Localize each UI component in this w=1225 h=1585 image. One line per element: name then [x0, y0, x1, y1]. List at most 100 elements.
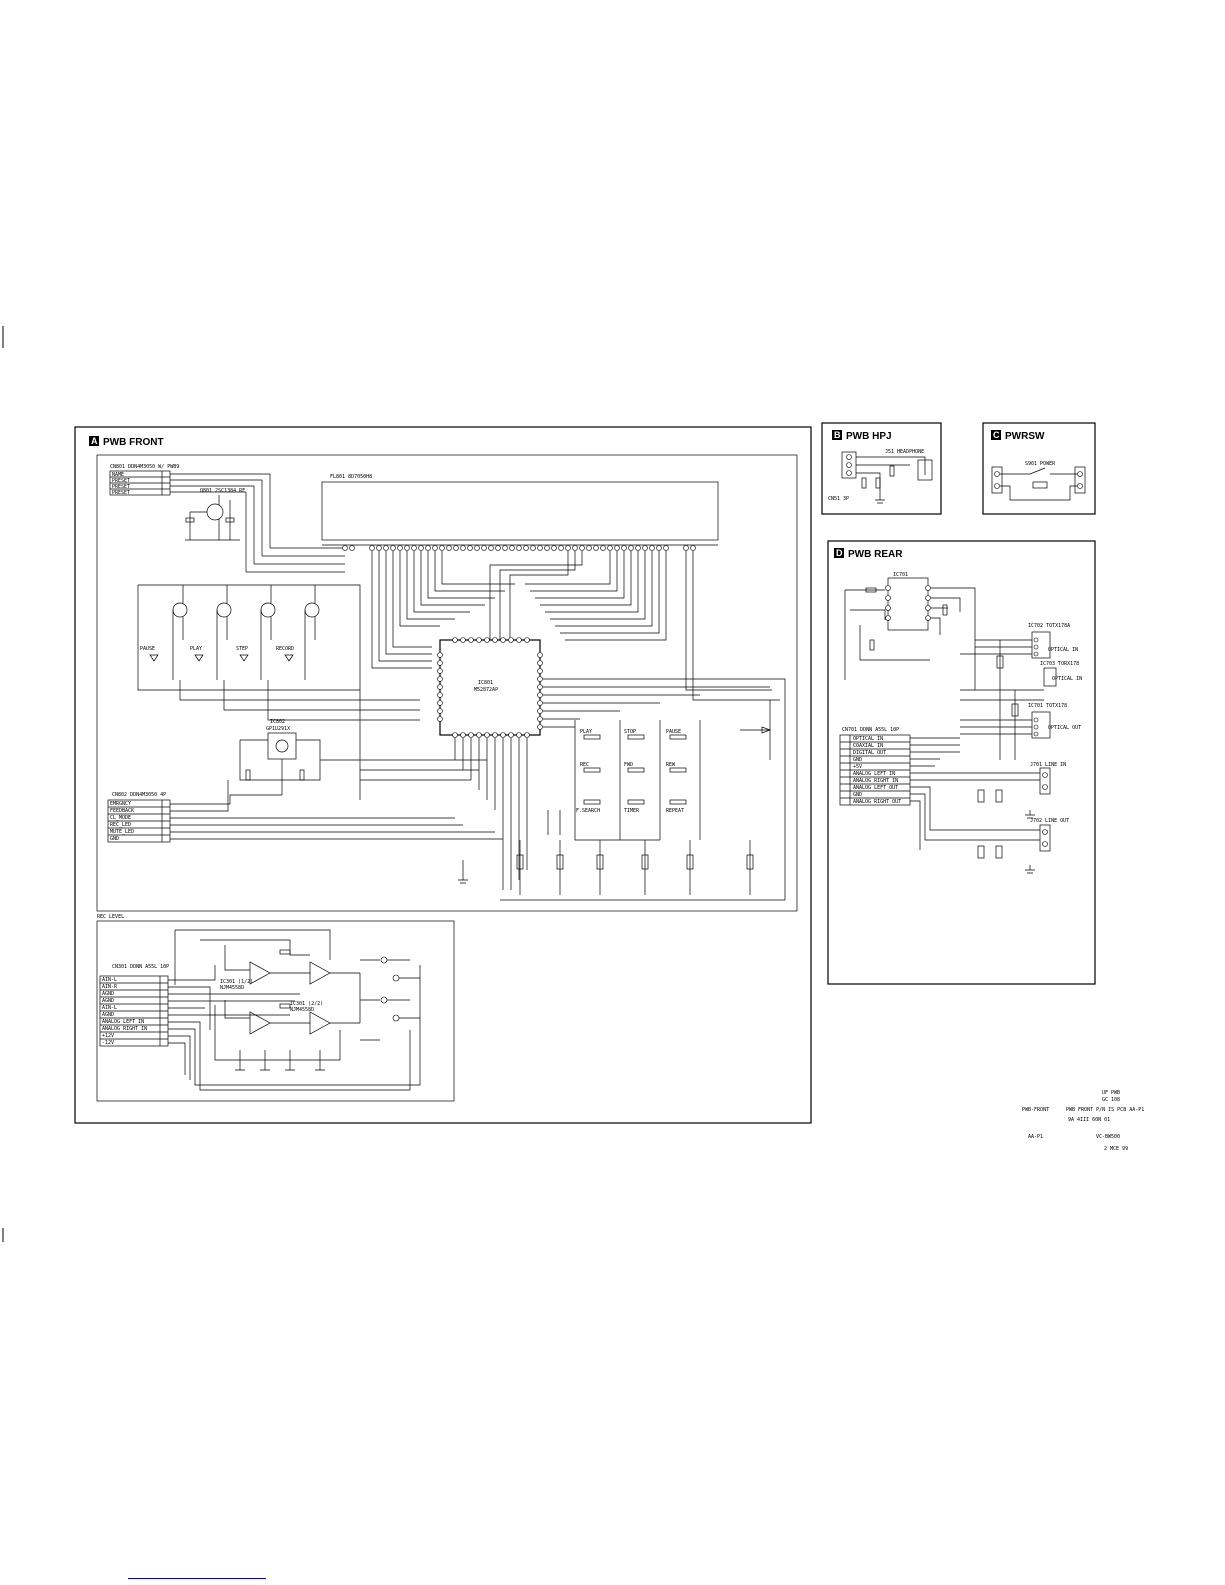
ic801-pins-right: [537, 652, 543, 730]
cn802-connector: CN802 DDN4M3050 4P EMRGNCY FEEDBACK CL_M…: [107, 780, 503, 843]
cn802-ref: CN802 DDN4M3050 4P: [112, 792, 166, 798]
sheet-c-title: PWRSW: [1005, 431, 1045, 442]
jack-j702-label: J702 LINE OUT: [1030, 818, 1069, 824]
cn301-pin-9: +12V: [102, 1033, 114, 1039]
switch-label-timer: TIMER: [624, 808, 640, 814]
ic301a-part: NJM4558D: [220, 985, 244, 991]
cn701-pin-6: ANALOG LEFT IN: [853, 771, 895, 777]
rear-optical-in-1: OPTICAL IN: [1048, 647, 1078, 653]
sheet-a-letter: A: [91, 436, 98, 446]
cn301-pin-4: AGND: [102, 998, 114, 1004]
ic801-pins-top: [452, 637, 530, 643]
led-driver-transistors: [137, 584, 420, 721]
rear-optical-out: OPTICAL OUT: [1048, 725, 1081, 731]
ic301b-part: NJM4558D: [290, 1007, 314, 1013]
cn801-pin-1: NAME: [112, 472, 124, 478]
switch-label-pause: PAUSE: [666, 729, 681, 735]
ic801-ref: IC801: [478, 680, 493, 686]
ic802-ref: IC802: [270, 719, 285, 725]
sheet-a-pwb-front: A PWB FRONT CN801 DDN4M3050 W/ PWB9 NAME…: [74, 426, 812, 1124]
note-line-2: GC 108: [1102, 1097, 1120, 1103]
cn301-pin-3: AGND: [102, 991, 114, 997]
sheet-b-letter-box: [832, 430, 842, 440]
switch-label-rec: REC: [580, 762, 589, 768]
cn301-pin-2: AIN-R: [102, 984, 118, 990]
switch-label-fsearch: F.SEARCH: [576, 808, 600, 814]
front-ground-caps: [458, 810, 561, 884]
cn801-pin-2: PRESET: [112, 478, 130, 484]
rear-optical-modules: IC702 TOTX178A OPTICAL IN IC703 TORX178 …: [960, 623, 1082, 760]
front-board-frame: [96, 454, 798, 912]
sheet-a-letter-box: [89, 436, 99, 446]
cn701-pin-7: ANALOG RIGHT IN: [853, 778, 898, 784]
note-line-8: 2 MCE 99: [1104, 1146, 1128, 1152]
note-line-7: VC-BW500: [1096, 1134, 1120, 1140]
footer-link-underline[interactable]: [128, 1578, 266, 1579]
ic801-mcu: IC801 M52872AP: [359, 637, 786, 900]
cn801-ref: CN801 DDN4M3050 W/ PWB9: [110, 464, 179, 470]
sheet-d-letter: D: [836, 548, 843, 558]
cn301-pin-8: ANALOG RIGHT IN: [102, 1026, 147, 1032]
cn301-pin-5: AIN-L: [102, 1005, 117, 1011]
switch-label-repeat: REPEAT: [666, 808, 684, 814]
ic702-ref: IC702 TOTX178A: [1028, 623, 1070, 629]
hpj-jack-label: J51 HEADPHONE: [885, 449, 924, 455]
rear-top-ic-ref: IC701: [893, 572, 908, 578]
rec-level-board: REC LEVEL CN301 DDNN A55L 10P AIN-L AIN-…: [96, 914, 455, 1102]
sheet-d-title: PWB REAR: [848, 549, 903, 560]
cn802-pin-2: FEEDBACK: [110, 808, 134, 814]
cn301-pin-7: ANALOG LEFT IN: [102, 1019, 144, 1025]
cn701-ref: CN701 DDNN A55L 10P: [842, 727, 899, 733]
fl-display-ref: FL801 8D7050H8: [330, 474, 372, 480]
switch-label-fwd: FWD: [624, 762, 633, 768]
pwrsw-ref: S901 POWER: [1025, 461, 1056, 467]
rear-rca-jacks: J701 LINE IN J702 LINE OUT: [977, 762, 1069, 874]
hpj-connector-ref: CN51 3P: [828, 496, 849, 502]
ic301b-ref: IC301 (2/2): [290, 1001, 323, 1007]
ic703-ref: IC703 TORX178: [1040, 661, 1079, 667]
sheet-b-pwb-hpj: B PWB HPJ CN51 3P J51 HEADPHONE: [821, 422, 942, 515]
cn301-pin-6: AGND: [102, 1012, 114, 1018]
cn701-pin-1: OPTICAL IN: [853, 736, 883, 742]
key-label-play: PLAY: [190, 646, 202, 652]
q801-transistor: Q801 2SC1384 RF: [185, 488, 245, 541]
ic301a-ref: IC301 (1/2): [220, 979, 253, 985]
sheet-d-pwb-rear: D PWB REAR IC701 IC702 TOTX178A OPTICAL …: [827, 540, 1096, 985]
cn802-pin-3: CL_MODE: [110, 815, 131, 821]
cn701-pin-2: COAXIAL IN: [853, 743, 883, 749]
ic801-pins-bottom: [452, 732, 530, 738]
ic802-part: GP1U291X: [266, 726, 290, 732]
revision-notes: UF PWB GC 108 PWB-FRONT PWB FRONT P/N IS…: [1022, 1090, 1144, 1152]
cn802-pin-5: MUTE_LED: [110, 829, 134, 835]
switch-label-play: PLAY: [580, 729, 592, 735]
cn802-pin-4: REC_LED: [110, 822, 131, 828]
cn802-pin-1: EMRGNCY: [110, 801, 131, 807]
rear-top-ic: IC701: [844, 572, 976, 690]
cn801-pin-4: PRESET: [112, 490, 130, 496]
cn802-pin-6: GND: [110, 836, 119, 842]
note-line-6: AA-P1: [1028, 1134, 1043, 1140]
sheet-c-letter-box: [991, 430, 1001, 440]
ic301-opamps: IC301 (1/2) NJM4558D IC301 (2/2) NJM4558…: [174, 929, 420, 1071]
note-line-3: PWB-FRONT: [1022, 1107, 1049, 1113]
jack-j701-label: J701 LINE IN: [1030, 762, 1066, 768]
rear-optical-in-2: OPTICAL IN: [1052, 676, 1082, 682]
sheet-b-title: PWB HPJ: [846, 431, 892, 442]
key-label-record: RECORD: [276, 646, 294, 652]
ic701-ref: IC701 TOTX178: [1028, 703, 1067, 709]
note-line-1: UF PWB: [1102, 1090, 1120, 1096]
sheet-c-pwrsw: C PWRSW S901 POWER: [982, 422, 1096, 515]
sheet-c-letter: C: [993, 430, 1000, 440]
cn301-ref: CN301 DDNN A55L 10P: [112, 964, 169, 970]
cn701-pin-8: ANALOG LEFT OUT: [853, 785, 898, 791]
key-label-pause: PAUSE: [140, 646, 155, 652]
cn301-pin-10: -12V: [102, 1040, 114, 1046]
ic802-remote-receiver: IC802 GP1U291X: [239, 719, 360, 795]
sheet-b-letter: B: [834, 430, 841, 440]
cn701-pin-3: DIGITAL OUT: [853, 750, 886, 756]
cn301-pin-1: AIN-L: [102, 977, 117, 983]
sheet-d-letter-box: [834, 548, 844, 558]
ic801-pins-left: [437, 652, 443, 722]
switch-matrix: PLAY STOP PAUSE REC FWD REW F.SEARCH TIM…: [500, 700, 785, 901]
cn701-pin-4: GND: [853, 757, 862, 763]
